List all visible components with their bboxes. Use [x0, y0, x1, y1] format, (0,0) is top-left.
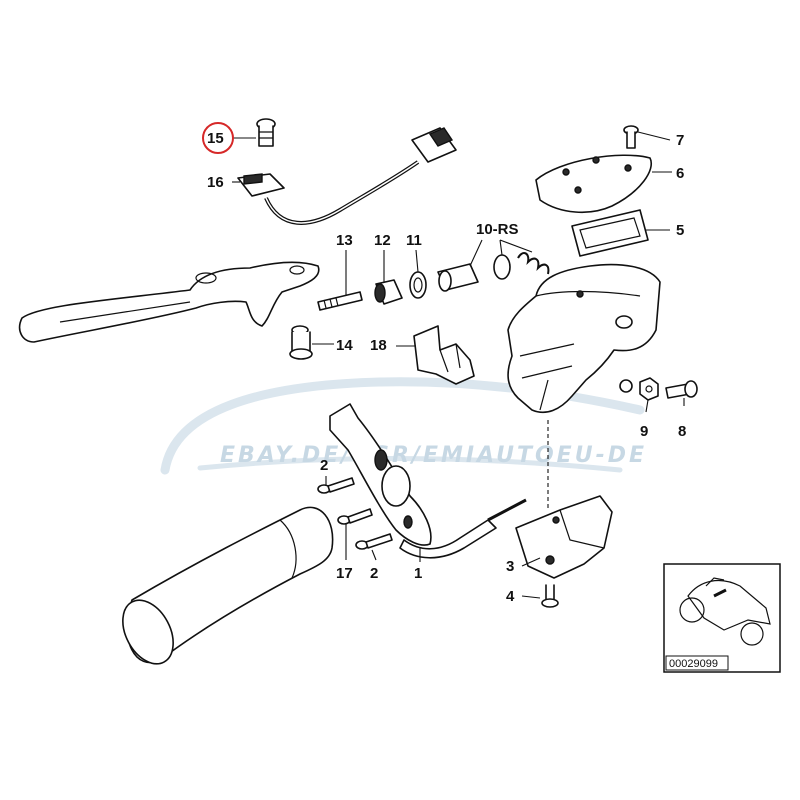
part-12-bushing: [374, 279, 403, 305]
callout-4: 4: [506, 588, 515, 605]
part-14-pivot-bolt: [289, 325, 313, 360]
part-1-bracket: [329, 403, 527, 559]
part-11-seal-ring: [409, 271, 427, 299]
watermark-text: EBAY.DE/USR/EMIAUTOEU-DE: [220, 443, 647, 468]
callout-11: 11: [406, 232, 422, 249]
part-6-cover: [535, 154, 652, 214]
part-7-screw: [623, 125, 639, 149]
callout-7: 7: [676, 132, 684, 149]
part-5-diaphragm: [571, 209, 649, 257]
part-2-screw-lower: [355, 533, 393, 550]
callouts: 15 16 13 12 11 10-RS 14 18 7 6 5 9 8 2 1…: [202, 122, 686, 605]
part-13-adjust-screw: [317, 291, 363, 311]
part-15-screw: [256, 118, 276, 147]
callout-18: 18: [370, 337, 387, 354]
part-2-screw-upper: [317, 477, 355, 494]
callout-13: 13: [336, 232, 353, 249]
part-18-clip: [413, 325, 475, 385]
part-8-bolt: [665, 380, 698, 399]
part-9-nut: [639, 377, 659, 401]
part-17-screw: [337, 508, 373, 525]
callout-1: 1: [414, 565, 422, 582]
callout-2-upper: 2: [320, 457, 328, 474]
callout-2-lower: 2: [370, 565, 378, 582]
part-3-lower-cover: [515, 495, 613, 579]
callout-16: 16: [207, 174, 224, 191]
callout-10: 10-RS: [476, 221, 519, 238]
master-cylinder-body: [507, 263, 661, 414]
callout-17: 17: [336, 565, 353, 582]
inset-box: 00029099: [663, 563, 781, 673]
highlight-circle-15: [202, 122, 234, 154]
handlebar-grip: [122, 506, 334, 665]
callout-3: 3: [506, 558, 514, 575]
brake-lever: [18, 261, 320, 343]
callout-5: 5: [676, 222, 684, 239]
motorcycle-thumbnail: [679, 577, 771, 646]
inset-doc-id: 00029099: [669, 658, 718, 670]
leader-lines: [232, 131, 685, 599]
callout-12: 12: [374, 232, 391, 249]
callout-8: 8: [678, 423, 686, 440]
callout-9: 9: [640, 423, 648, 440]
watermark: EBAY.DE/USR/EMIAUTOEU-DE: [160, 377, 647, 475]
callout-14: 14: [336, 337, 353, 354]
part-16-switch: [237, 127, 457, 225]
callout-6: 6: [676, 165, 684, 182]
part-10-piston-set: [437, 252, 550, 292]
part-4-screw: [541, 584, 559, 608]
callout-15: 15: [207, 130, 224, 147]
